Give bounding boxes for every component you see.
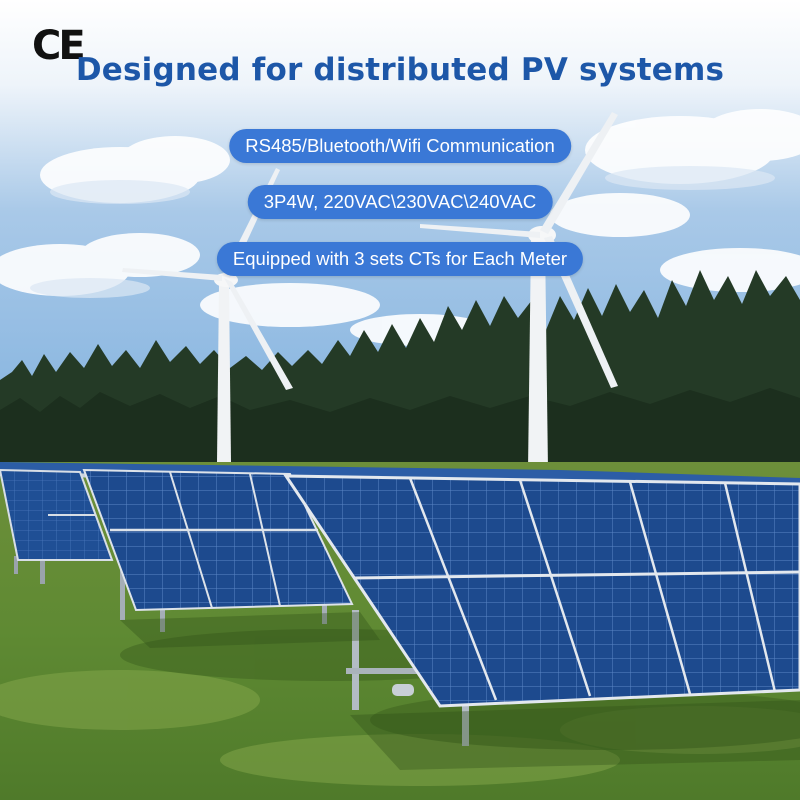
feature-pill-cts: Equipped with 3 sets CTs for Each Meter bbox=[216, 242, 584, 276]
feature-pill-voltage: 3P4W, 220VAC\230VAC\240VAC bbox=[247, 185, 553, 219]
feature-pill-communication: RS485/Bluetooth/Wifi Communication bbox=[229, 129, 571, 163]
ce-logo: CE bbox=[32, 23, 86, 69]
headline: Designed for distributed PV systems bbox=[75, 52, 725, 88]
